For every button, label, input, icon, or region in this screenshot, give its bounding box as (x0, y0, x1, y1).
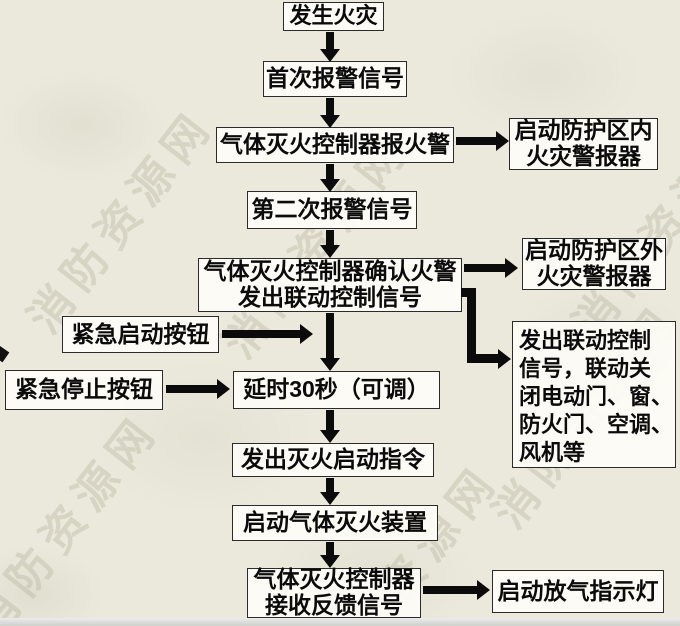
watermark-text: 消防资源网 (0, 404, 170, 626)
node-first-alarm-signal: 首次报警信号 (263, 61, 407, 97)
node-alarm-inside-zone: 启动防护区内 火灾警报器 (509, 117, 658, 170)
arrow-to-inside-alarm (456, 131, 509, 151)
node-emergency-start-button: 紧急启动按钮 (62, 316, 219, 353)
down-arrow-5 (320, 313, 340, 371)
elbow-connector-arrow (467, 348, 511, 369)
node-gas-release-indicator: 启动放气指示灯 (492, 570, 664, 613)
down-arrow-6 (320, 410, 340, 443)
node-controller-confirm-linkage: 气体灭火控制器确认火警 发出联动控制信号 (198, 258, 462, 312)
arrow-emergency-stop (166, 379, 230, 399)
node-fire-occurs: 发生火灾 (283, 2, 384, 31)
node-second-alarm-signal: 第二次报警信号 (247, 191, 417, 229)
down-arrow-8 (320, 542, 340, 568)
elbow-connector-vertical (467, 288, 476, 363)
node-start-gas-device: 启动气体灭火装置 (232, 505, 438, 541)
down-arrow-3 (320, 164, 340, 192)
down-arrow-4 (320, 230, 340, 258)
stray-mark (0, 345, 10, 363)
node-emergency-stop-button: 紧急停止按钮 (5, 370, 163, 410)
node-extinguish-start-command: 发出灭火启动指令 (232, 443, 434, 477)
node-linkage-close-doors: 发出联动控制 信号，联动关 闭电动门、窗、 防火门、空调、 风机等 (512, 321, 676, 468)
node-alarm-outside-zone: 启动防护区外 火灾警报器 (522, 237, 666, 290)
bottom-strip (0, 618, 680, 626)
arrow-emergency-start (222, 324, 313, 344)
down-arrow-2 (320, 98, 340, 128)
down-arrow-7 (320, 478, 340, 505)
node-delay-30s: 延时30秒（可调） (233, 371, 440, 409)
arrow-to-gas-indicator (423, 580, 490, 600)
node-controller-feedback: 气体灭火控制器 接收反馈信号 (247, 566, 421, 618)
node-controller-fire-alarm: 气体灭火控制器报火警 (216, 127, 454, 163)
arrow-to-outside-alarm (464, 258, 518, 278)
watermark-text: 消防资源网 (19, 99, 225, 343)
down-arrow-1 (320, 32, 340, 62)
